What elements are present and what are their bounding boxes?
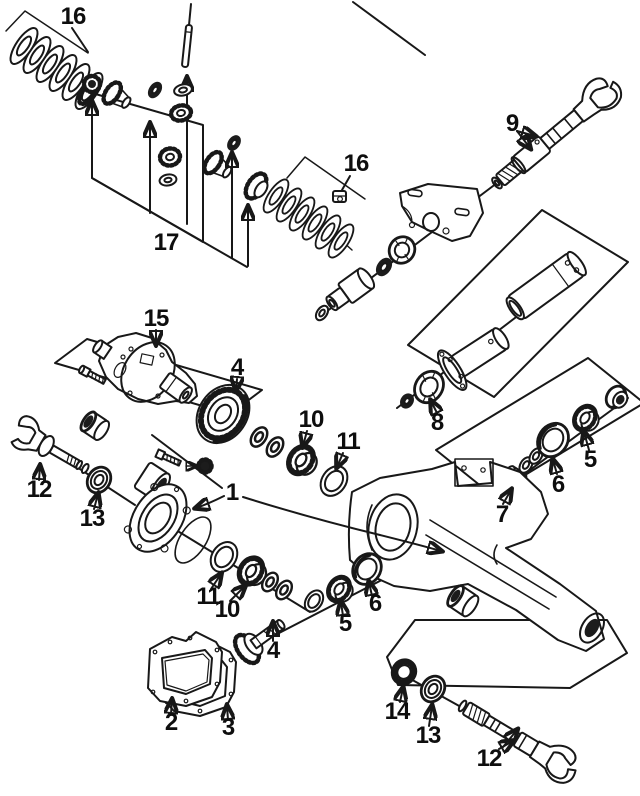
callout-6-lower: 6 [369,590,382,617]
differential-carrier [92,332,198,405]
thrust-ring-right [227,135,241,151]
shaft9-leader [517,131,535,148]
pinion-flange-chain [123,462,383,666]
drive-shaft [491,77,623,190]
callout-13-left: 13 [80,505,105,532]
seal-6-lower [351,552,383,586]
callout-12-bottom: 12 [477,745,502,772]
bearing-cup-upper [314,460,354,502]
callout-labels: 16 17 16 9 15 4 10 11 12 13 1 8 5 6 7 11… [27,3,598,772]
callout-10-lower: 10 [215,596,240,623]
spacer-bushing [325,267,376,312]
seal-13-bottom [419,674,447,704]
pinion-nut [604,384,629,410]
mount-bracket-chain [314,183,484,322]
housing-bushing [446,584,480,618]
callout-13-bottom: 13 [416,722,441,749]
stub-yoke [10,415,90,475]
callout-8: 8 [431,409,444,436]
carrier-flange [123,482,191,553]
callout-14: 14 [385,698,411,725]
callout-16-right: 16 [344,150,369,177]
callout-1: 1 [226,479,239,506]
part-leaders [39,27,589,749]
tube-upper [505,250,587,321]
tube-flanged [436,327,510,391]
callout-15: 15 [144,305,169,332]
adjuster-screw [154,448,182,467]
callout-4-upper: 4 [231,354,245,381]
side-gear-right [202,149,233,179]
callout-11-upper: 11 [336,428,360,455]
callout-5-lower: 5 [339,610,352,637]
cover-gasket-group [147,631,237,717]
callout-3: 3 [222,714,235,741]
bearing-8 [413,369,445,405]
small-washer [314,304,330,322]
pin-washer [173,83,193,97]
callout-12-left: 12 [27,476,52,503]
seal-6-upper [536,421,570,459]
pinion-gear-upper [168,103,194,123]
label1-leaders [196,495,441,551]
carrier-screw [78,364,107,385]
torque-tube-sections [436,250,587,391]
thrust-ring-left [147,81,163,99]
callout-4-lower: 4 [267,637,281,664]
pinion-gear-lower [157,146,183,168]
adjuster-screw-group [154,448,214,475]
axle-shaft-kit [390,658,577,784]
side-gear-left [101,80,132,109]
dark-washer [375,257,393,277]
callout-9: 9 [506,110,519,137]
front-bushing [79,410,111,442]
spider-gear-kit [81,24,269,201]
bearing-5-upper [568,400,604,437]
mount-bracket-plate [399,183,484,242]
clutch-hub [81,73,103,95]
small-nut [400,393,414,409]
axle-shaft [457,699,577,784]
spacer-ring [303,589,325,613]
washer-lower [158,173,178,187]
bearing8-group [400,369,445,409]
callout-7: 7 [496,501,509,528]
bearing-14 [390,658,418,686]
drive-pinion [232,619,286,666]
callout-6-upper: 6 [552,471,565,498]
splined-hub [243,171,269,201]
ring-gear-chain [195,384,354,502]
axle-housing [347,458,605,652]
callout-2: 2 [165,709,178,736]
kit17-leaders [92,78,248,267]
clutch-disc-stack-left [4,10,109,114]
callout-10-upper: 10 [299,406,324,433]
rear-cover [147,631,223,707]
callout-16-left: 16 [61,3,86,30]
bracket-bearing [387,235,417,265]
callout-11-lower: 11 [196,583,220,610]
callout-17: 17 [154,229,179,256]
pinion-nut-kit-box [435,357,640,496]
callout-5-upper: 5 [584,446,597,473]
differential-carrier-group [78,332,198,405]
star-nut [196,457,214,475]
left-yoke-group [10,410,113,495]
cross-pin [181,24,193,68]
square-nut [332,190,347,203]
